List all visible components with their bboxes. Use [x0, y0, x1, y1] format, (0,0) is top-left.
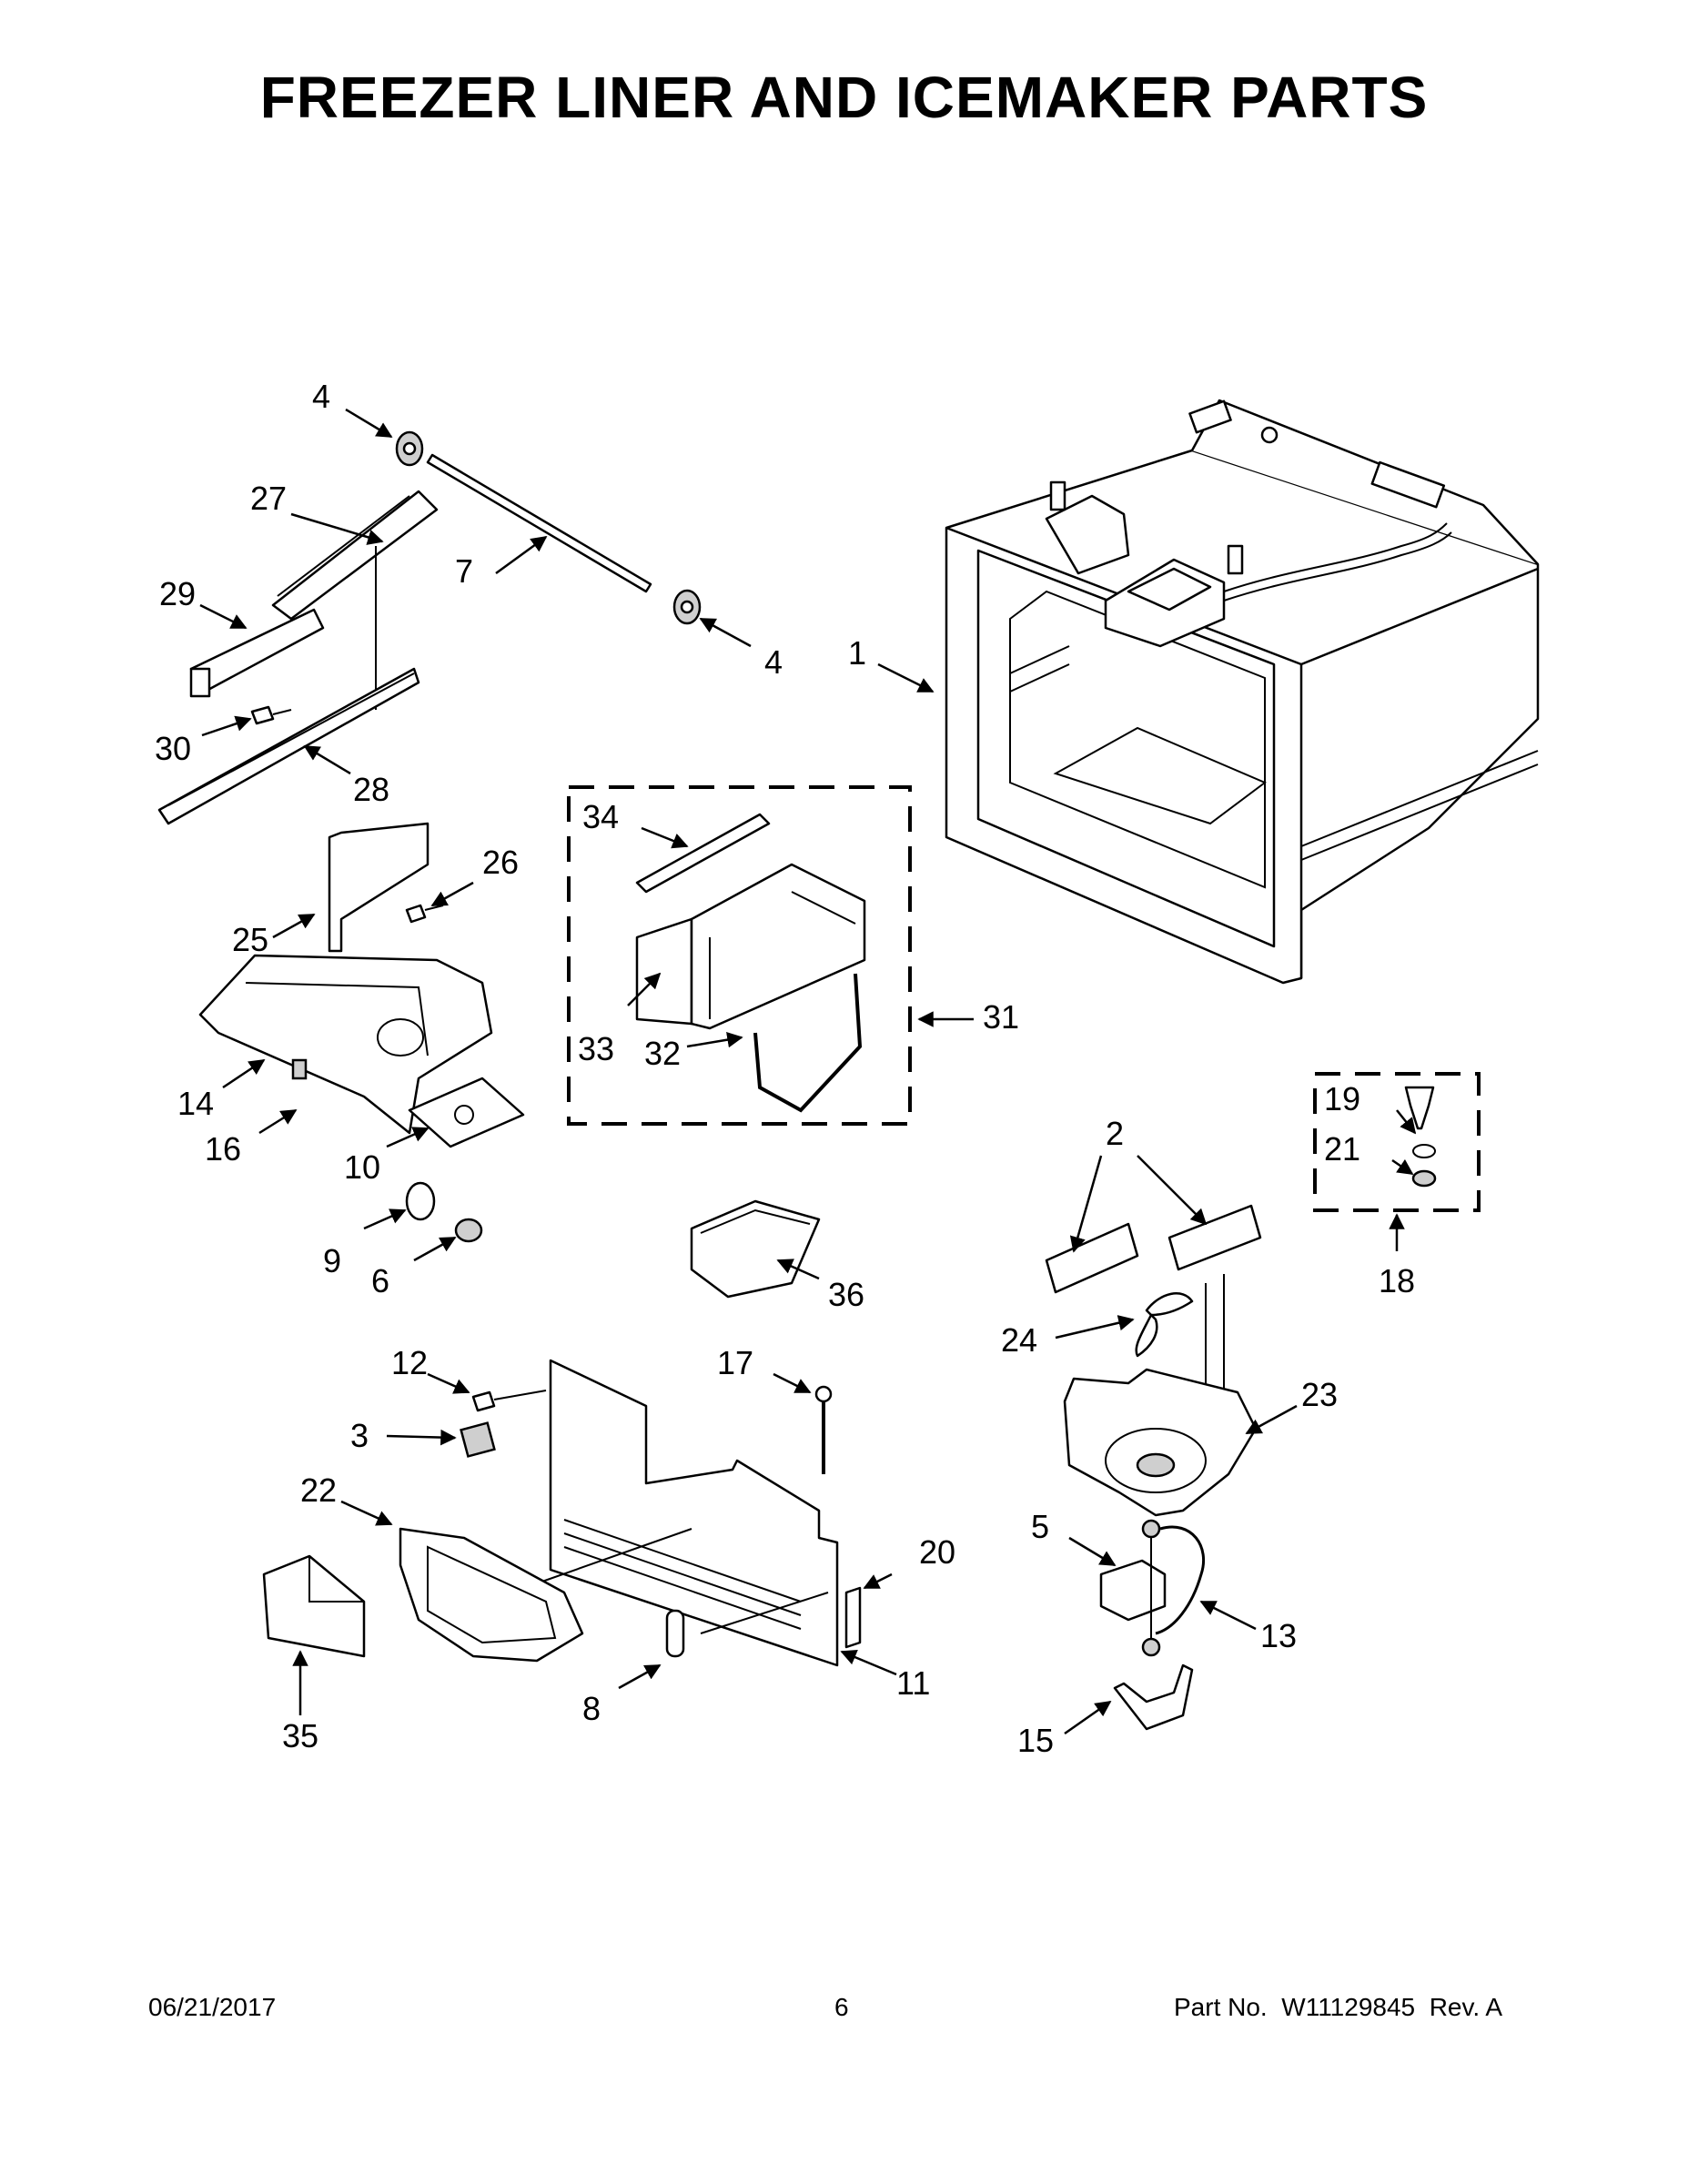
callout-22: 22: [300, 1471, 337, 1509]
revision-label: Rev.: [1429, 1993, 1481, 2021]
callout-34: 34: [582, 798, 619, 835]
callout-28: 28: [353, 771, 389, 808]
callout-1: 1: [848, 634, 866, 672]
callout-35: 35: [282, 1717, 318, 1754]
part-4-gear-top: [395, 430, 424, 467]
callout-2: 2: [1106, 1115, 1124, 1152]
part-20-foam-strip: [844, 1586, 862, 1649]
callout-18: 18: [1379, 1262, 1415, 1299]
callout-labels: 1 2 3 4 4 5 6 7 8 9 10 11 12 13 14 15 16…: [155, 378, 1415, 1759]
part-26-screw: [405, 904, 444, 924]
part-16-connector: [291, 1058, 308, 1080]
part-11-evaporator-cover: [549, 1359, 839, 1667]
callout-19: 19: [1324, 1080, 1360, 1117]
callout-32: 32: [644, 1035, 681, 1072]
callout-12: 12: [391, 1344, 428, 1381]
part-25-support: [328, 822, 430, 953]
part-27-rail-cover: [271, 490, 439, 621]
part-21-ring: [1411, 1144, 1437, 1188]
callout-20: 20: [919, 1533, 955, 1571]
part-number-label: Part No.: [1174, 1993, 1268, 2021]
callout-3: 3: [350, 1417, 369, 1454]
part-17-probe: [814, 1385, 833, 1474]
footer-part-number: Part No. W11129845 Rev. A: [1174, 1993, 1502, 2022]
part-2-foam-block-right: [1167, 1204, 1262, 1271]
part-29-bracket: [189, 608, 325, 698]
part-34-wire-harness: [635, 813, 771, 894]
part-14-ice-bin-housing: [198, 954, 493, 1135]
callout-17: 17: [717, 1344, 753, 1381]
callout-33: 33: [578, 1030, 614, 1067]
part-36-tray: [690, 1199, 821, 1299]
callout-21: 21: [1324, 1130, 1360, 1168]
part-9-bulb: [405, 1181, 436, 1221]
part-8-thermistor: [665, 1609, 685, 1658]
callout-26: 26: [482, 844, 519, 881]
part-1-freezer-liner: [945, 399, 1540, 985]
callout-36: 36: [828, 1276, 864, 1313]
callout-25: 25: [232, 921, 268, 958]
callout-9: 9: [323, 1242, 341, 1279]
part-30-screw: [250, 705, 292, 725]
part-28-slide-rail: [157, 667, 420, 825]
callout-16: 16: [205, 1130, 241, 1168]
callout-4-top: 4: [312, 378, 330, 415]
part-35-cover: [262, 1554, 366, 1658]
part-24-fan-blade: [1135, 1292, 1194, 1358]
callout-7: 7: [455, 552, 473, 590]
callout-14: 14: [177, 1085, 214, 1122]
callout-10: 10: [344, 1148, 380, 1186]
callout-29: 29: [159, 575, 196, 612]
callout-31: 31: [983, 998, 1019, 1036]
part-number-value: W11129845: [1281, 1993, 1416, 2021]
leader-lines: [199, 408, 1417, 1735]
part-19-fitting: [1404, 1086, 1435, 1130]
part-5-fan-motor: [1099, 1519, 1167, 1657]
callout-15: 15: [1017, 1722, 1054, 1759]
revision-value: A: [1485, 1993, 1503, 2021]
callout-6: 6: [371, 1262, 389, 1299]
part-33-icemaker: [635, 863, 866, 1030]
callout-5: 5: [1031, 1508, 1049, 1545]
part-15-motor-bracket: [1113, 1663, 1194, 1731]
part-31-icemaker-group: [567, 785, 912, 1126]
callout-30: 30: [155, 730, 191, 767]
part-12-screw: [471, 1390, 547, 1412]
footer-date: 06/21/2017: [148, 1993, 277, 2021]
footer-page-number: 6: [834, 1993, 849, 2021]
page-title: FREEZER LINER AND ICEMAKER PARTS: [259, 65, 1429, 130]
callout-27: 27: [250, 480, 287, 517]
callout-8: 8: [582, 1690, 601, 1727]
part-6-socket: [454, 1218, 483, 1243]
part-22-grille: [399, 1527, 584, 1663]
part-3-fan-mount: [460, 1421, 496, 1458]
callout-11: 11: [896, 1664, 930, 1702]
callout-13: 13: [1260, 1617, 1297, 1654]
callout-4-bottom: 4: [764, 643, 783, 681]
part-13-wire: [1155, 1525, 1206, 1635]
part-2-foam-block-left: [1045, 1222, 1139, 1294]
callout-23: 23: [1301, 1376, 1338, 1413]
part-10-label: [408, 1077, 525, 1148]
part-18-fitting-group: [1313, 1072, 1481, 1212]
part-23-fan-shroud: [1063, 1368, 1258, 1517]
callout-24: 24: [1001, 1321, 1037, 1359]
part-7-shaft: [426, 453, 652, 593]
part-4-gear-bottom: [672, 589, 702, 625]
part-32-shutoff-arm: [753, 973, 863, 1113]
